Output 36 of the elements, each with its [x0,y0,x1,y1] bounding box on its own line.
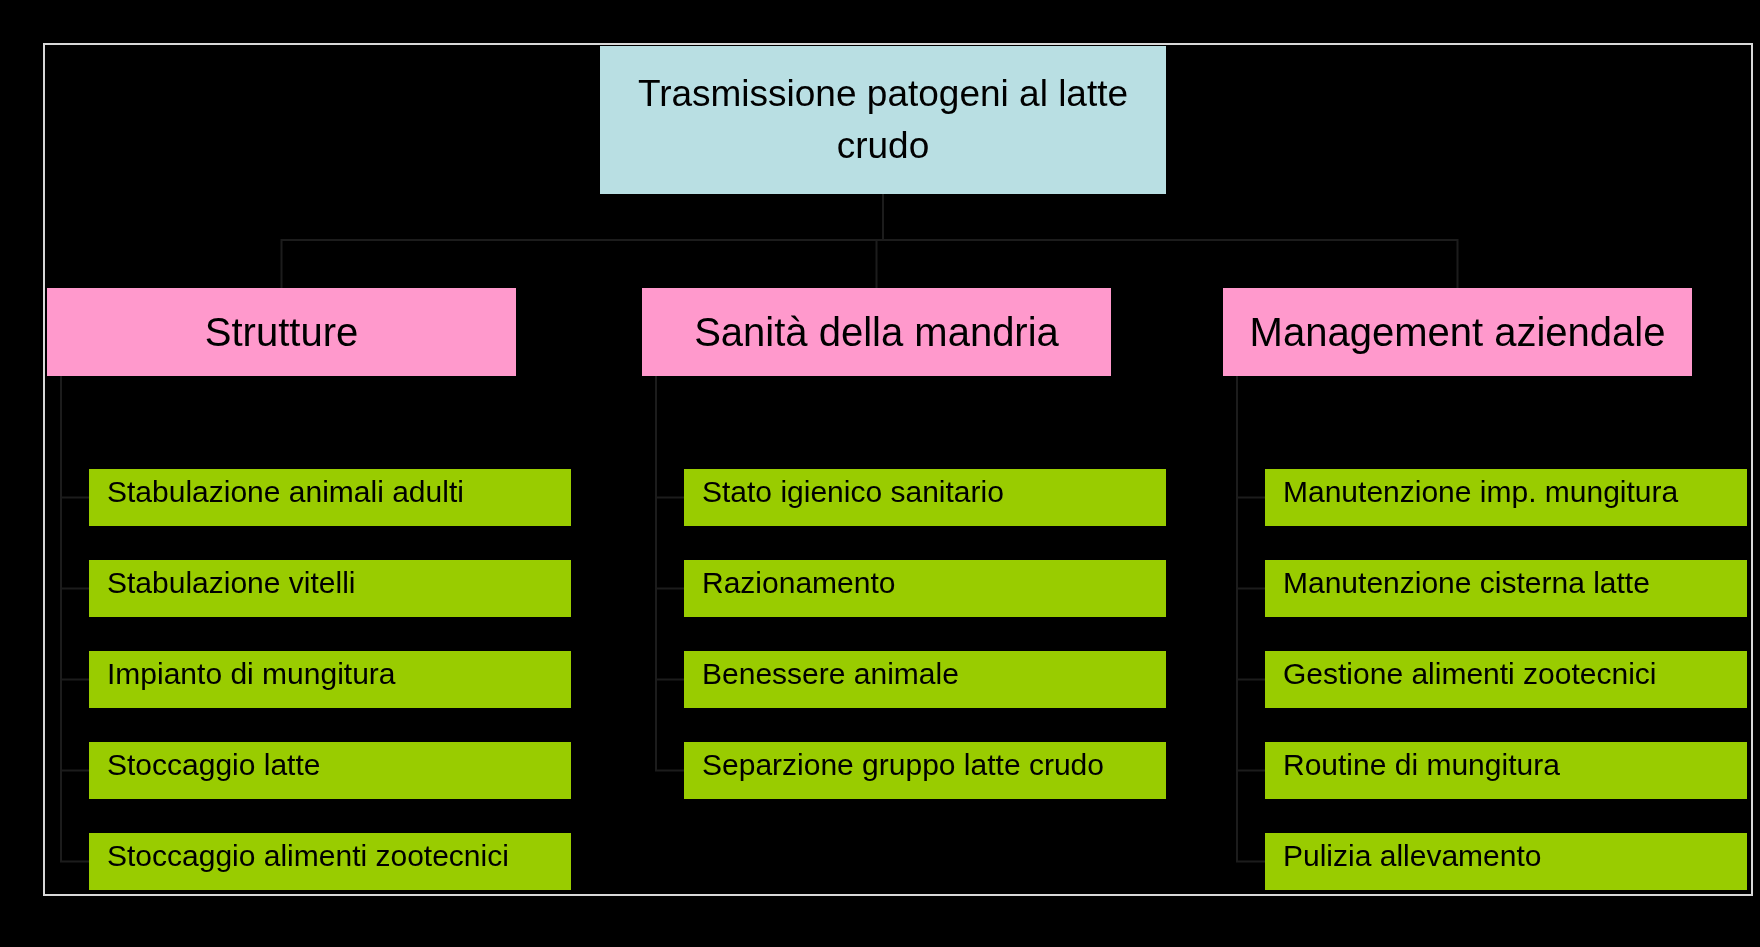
node-label: Stato igienico sanitario [702,474,1005,510]
node-label: Sanità della mandria [693,309,1060,356]
item-box [1265,833,1747,890]
item-box [1265,742,1747,799]
category-box [47,288,516,376]
node-label: Strutture [203,309,360,356]
node-label: Gestione alimenti zootecnici [1283,656,1658,692]
node-label: Stabulazione vitelli [107,565,357,601]
category-box [642,288,1111,376]
node-label: Trasmissione patogeni al latte crudo [636,72,1130,168]
item-box [89,469,571,526]
node-label: Manutenzione cisterna latte [1283,565,1651,601]
node-label: Manutenzione imp. mungitura [1283,474,1680,510]
item-box [1265,651,1747,708]
node-label: Pulizia allevamento [1283,838,1543,874]
item-box [89,833,571,890]
node-label: Separzione gruppo latte crudo [702,747,1105,783]
item-box [89,651,571,708]
node-label: Benessere animale [702,656,960,692]
item-box [1265,469,1747,526]
node-label: Stabulazione animali adulti [107,474,465,510]
item-box [684,651,1166,708]
item-box [684,742,1166,799]
node-label: Routine di mungitura [1283,747,1561,783]
node-label: Stoccaggio latte [107,747,322,783]
category-box [1223,288,1692,376]
item-box [1265,560,1747,617]
node-label: Management aziendale [1248,309,1667,356]
title-box [600,46,1166,194]
node-label: Razionamento [702,565,897,601]
item-box [684,560,1166,617]
item-box [89,742,571,799]
item-box [684,469,1166,526]
node-label: Impianto di mungitura [107,656,397,692]
node-label: Stoccaggio alimenti zootecnici [107,838,510,874]
item-box [89,560,571,617]
